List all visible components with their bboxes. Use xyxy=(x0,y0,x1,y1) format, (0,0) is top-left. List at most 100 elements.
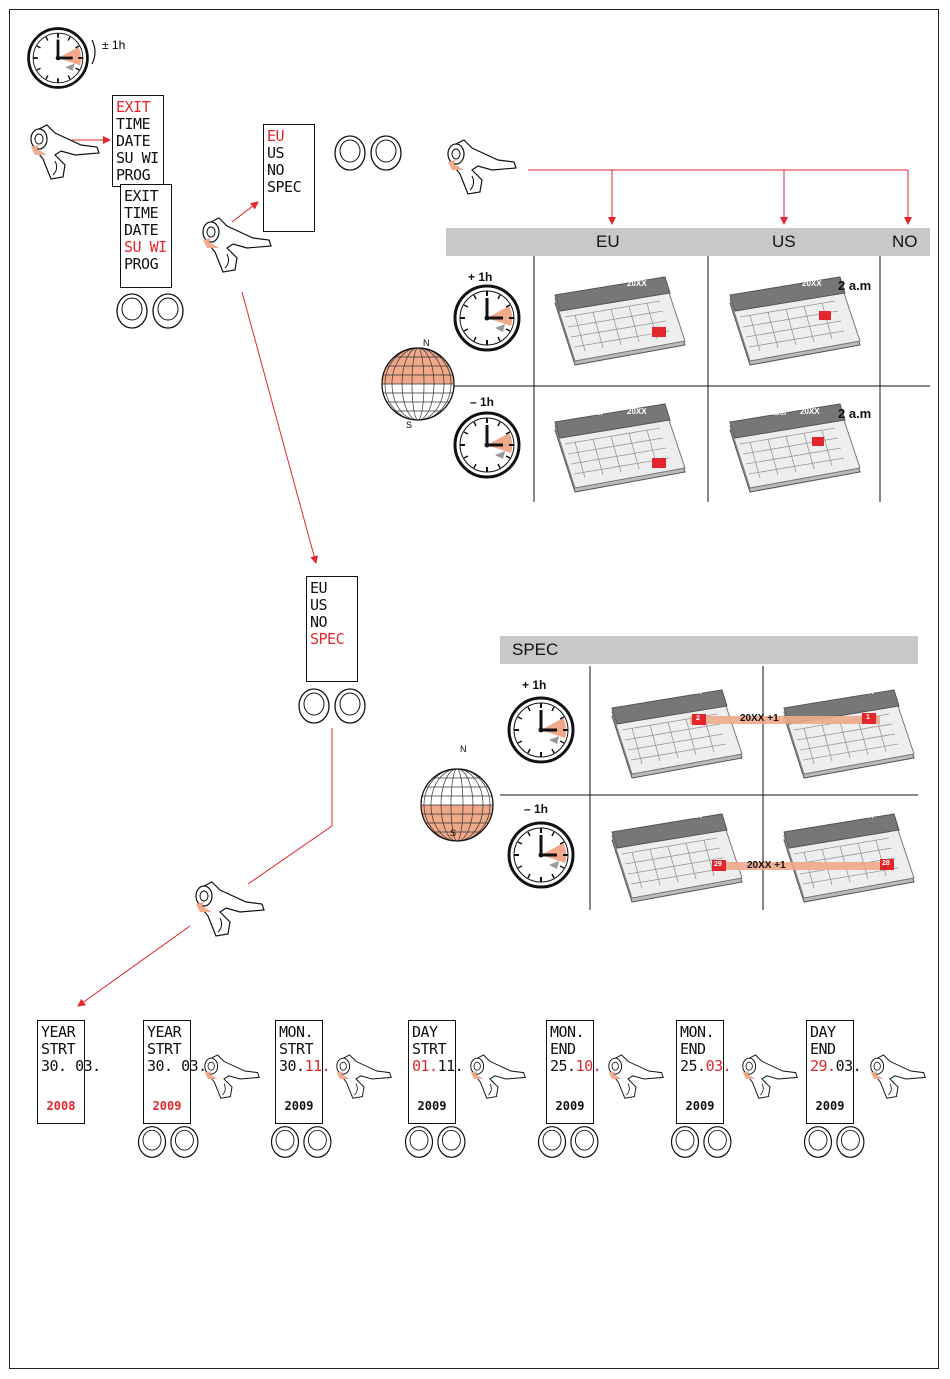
menu-item-prog: PROG xyxy=(116,166,151,184)
clock-plus-icon xyxy=(453,284,521,352)
mode-display-2: EU US NO SPEC xyxy=(306,576,358,682)
calendar-icon xyxy=(611,813,743,903)
mode-item-spec: SPEC xyxy=(310,630,345,648)
step-display-6: MON. END 25.03. 2009 xyxy=(676,1020,732,1124)
calendar-day: 2 xyxy=(696,715,700,722)
south-label: S xyxy=(406,420,413,430)
hand-press-icon xyxy=(195,881,265,937)
mode-display-1: EU US NO SPEC xyxy=(263,124,315,232)
calendar-year: 20XX xyxy=(627,279,647,288)
up-down-buttons-icon xyxy=(404,1126,466,1158)
plus-hour-label: + 1h xyxy=(522,678,547,692)
plus-hour-label: + 1h xyxy=(468,270,493,284)
step-month: 03. xyxy=(835,1057,862,1075)
menu-item-suwi: SU WI xyxy=(116,149,159,167)
adjust-label: ± 1h xyxy=(102,38,126,52)
minus-hour-label: – 1h xyxy=(470,395,495,409)
table1-grid xyxy=(446,228,930,502)
step-year: 2009 xyxy=(417,1099,447,1113)
calendar-year: 20XX xyxy=(682,687,702,696)
mode-item-eu: EU xyxy=(310,579,328,597)
step-day: 01. xyxy=(412,1057,438,1075)
calendar-year: 20XX xyxy=(854,811,874,820)
hand-press-icon xyxy=(608,1054,664,1099)
calendar-month: March xyxy=(573,280,597,289)
north-label: N xyxy=(423,338,430,348)
up-down-buttons-icon xyxy=(334,135,402,171)
globe-south-icon xyxy=(420,768,494,842)
step-month: 10. xyxy=(575,1057,602,1075)
step-display-2: YEAR STRT 30. 03. 2009 xyxy=(143,1020,207,1124)
hand-press-icon xyxy=(30,124,100,180)
globe-north-icon xyxy=(381,347,455,421)
step-line: END xyxy=(680,1040,706,1058)
calendar-month: November xyxy=(748,408,788,417)
step-month: 11. xyxy=(437,1057,464,1075)
step-line: MON. xyxy=(680,1023,715,1041)
time-note: 2 a.m xyxy=(838,406,872,421)
header-eu: EU xyxy=(596,232,620,251)
step-line: YEAR xyxy=(147,1023,182,1041)
south-label: S xyxy=(450,828,457,838)
step-day: 30. xyxy=(279,1057,305,1075)
step-line: STRT xyxy=(41,1040,76,1058)
calendar-icon xyxy=(554,276,686,366)
step-display-7: DAY END 29.03. 2009 xyxy=(806,1020,862,1124)
up-down-buttons-icon xyxy=(537,1126,599,1158)
calendar-month: March xyxy=(630,814,654,823)
menu-display-2: EXIT TIME DATE SU WI PROG xyxy=(120,184,172,288)
menu-display-1: EXIT TIME DATE SU WI PROG xyxy=(112,95,164,187)
step-line: MON. xyxy=(550,1023,585,1041)
calendar-day: 1 xyxy=(866,714,870,721)
step-line: 30. 03. xyxy=(147,1057,207,1075)
step-year: 2009 xyxy=(555,1099,585,1113)
clock-minus-icon xyxy=(507,821,575,889)
up-down-buttons-icon xyxy=(137,1126,199,1158)
calendar-year: 20XX xyxy=(854,687,874,696)
page-frame xyxy=(9,9,939,1369)
mode-item-no: NO xyxy=(267,161,285,179)
calendar-month: March xyxy=(748,280,772,289)
step-day: 25. xyxy=(680,1057,706,1075)
menu-item-date: DATE xyxy=(116,132,151,150)
hand-press-icon xyxy=(204,1054,260,1099)
adjust-arrow-icon xyxy=(91,39,96,65)
table2-header: SPEC xyxy=(500,636,918,664)
step-line: STRT xyxy=(279,1040,314,1058)
mode-item-spec: SPEC xyxy=(267,178,302,196)
step-display-1: YEAR STRT 30. 03. 2008 xyxy=(37,1020,101,1124)
step-line: END xyxy=(550,1040,576,1058)
calendar-year: 20XX xyxy=(800,407,820,416)
mode-item-us: US xyxy=(310,596,328,614)
step-line: 30. 03. xyxy=(41,1057,101,1075)
menu-item-exit: EXIT xyxy=(124,187,159,205)
step-display-5: MON. END 25.10. 2009 xyxy=(546,1020,602,1124)
step-year: 2009 xyxy=(815,1099,845,1113)
calendar-icon xyxy=(783,813,915,903)
calendar-day: 28 xyxy=(882,860,890,867)
mode-item-no: NO xyxy=(310,613,328,631)
menu-item-date: DATE xyxy=(124,221,159,239)
step-year: 2009 xyxy=(685,1099,715,1113)
hand-press-icon xyxy=(336,1054,392,1099)
step-month: 03. xyxy=(705,1057,732,1075)
up-down-buttons-icon xyxy=(803,1126,865,1158)
calendar-year: 20XX xyxy=(802,279,822,288)
hand-press-icon xyxy=(742,1054,798,1099)
menu-item-prog: PROG xyxy=(124,255,159,273)
up-down-buttons-icon xyxy=(270,1126,332,1158)
step-line: MON. xyxy=(279,1023,314,1041)
calendar-month: October xyxy=(573,408,604,417)
year-shift-label: 20XX +1 xyxy=(747,860,786,871)
step-display-4: DAY STRT 01.11. 2009 xyxy=(408,1020,464,1124)
header-us: US xyxy=(772,232,796,251)
step-month: 11. xyxy=(304,1057,331,1075)
hand-press-icon xyxy=(870,1054,926,1099)
year-shift-label: 20XX +1 xyxy=(740,713,779,724)
calendar-icon xyxy=(783,689,915,779)
calendar-day: 29 xyxy=(714,861,722,868)
north-label: N xyxy=(460,744,467,754)
up-down-buttons-icon xyxy=(298,688,366,724)
header-no: NO xyxy=(892,232,918,251)
calendar-month: November xyxy=(802,690,842,699)
